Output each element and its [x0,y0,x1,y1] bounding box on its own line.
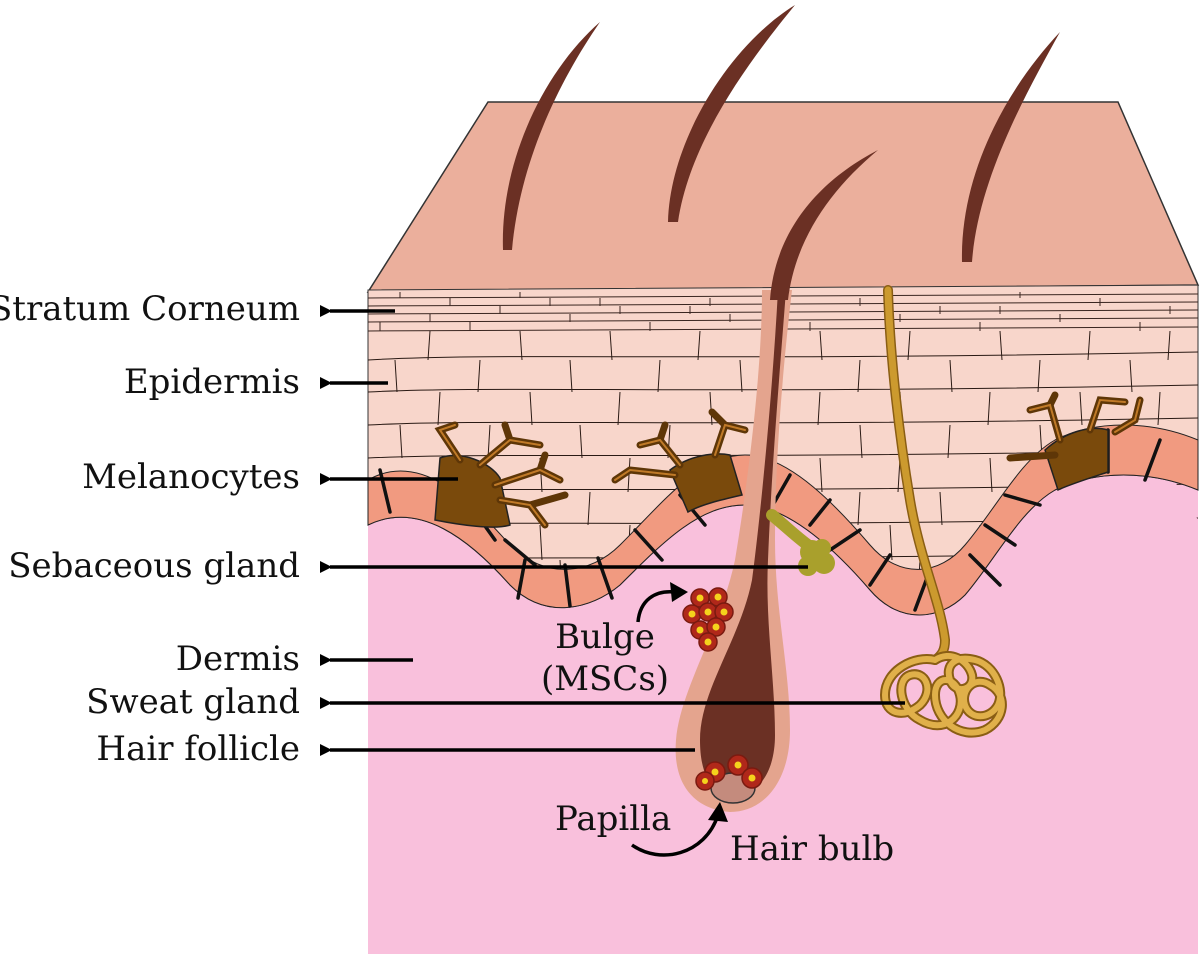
label-dermis: Dermis [176,639,300,679]
label-bulge-msc: (MSCs) [541,659,669,699]
arrow-bulge [636,590,676,623]
label-epidermis: Epidermis [124,362,300,402]
sebaceous-gland [766,509,835,576]
arrow-bulge-head [670,582,688,602]
bulge-stem-cells [682,587,734,652]
label-stratum-corneum: Stratum Corneum [0,289,300,329]
label-hair-bulb: Hair bulb [730,829,894,869]
papilla-stem-cells [695,754,763,791]
sweat-gland [879,285,1007,738]
label-hair-follicle: Hair follicle [96,729,300,769]
hair-shaft-3 [961,32,1060,262]
melanocyte-2 [611,408,749,514]
label-sweat-gland: Sweat gland [86,682,300,722]
label-melanocytes: Melanocytes [82,457,300,497]
label-papilla: Papilla [555,799,671,839]
arrow-papilla-head [708,802,728,822]
label-arrows [320,305,905,756]
melanocyte-1 [434,421,569,529]
hair-shaft-2 [668,5,795,222]
basal-layer [367,424,1199,616]
melanocyte-3 [1006,391,1144,492]
label-bulge: Bulge [555,617,655,657]
arrow-papilla [630,814,720,857]
label-sebaceous-gland: Sebaceous gland [8,546,300,586]
hair-follicle [700,290,786,795]
hair-shaft-main [770,150,878,300]
hair-shaft-1 [502,22,600,250]
